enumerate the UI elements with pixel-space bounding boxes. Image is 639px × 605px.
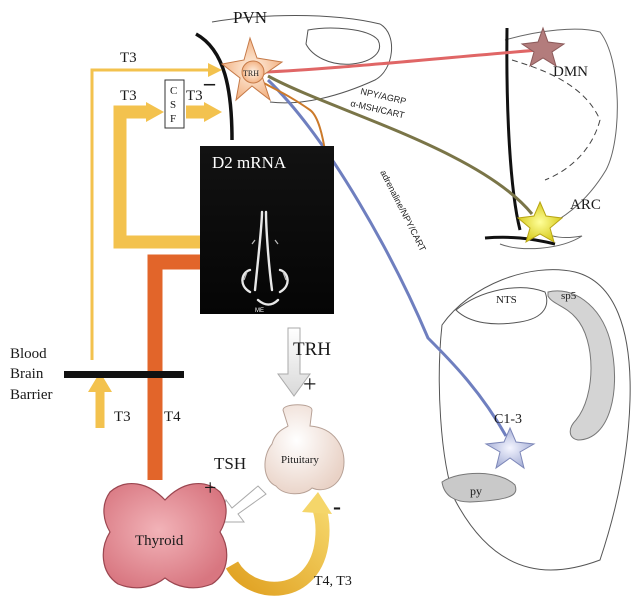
c13-label: C1-3 [494, 412, 522, 427]
csf-minus-sign: – [203, 70, 216, 95]
bbb-label-brain: Brain [10, 366, 44, 382]
tsh-release-arrow [219, 485, 267, 523]
pituitary-gland [264, 404, 345, 495]
dmn-label: DMN [553, 64, 588, 80]
t4-label: T4 [164, 409, 181, 425]
adrenaline-npy-cart-label: adrenaline/NPY/CART [378, 168, 428, 253]
thyroid-label: Thyroid [135, 533, 184, 549]
d2-mrna-label: D2 mRNA [212, 153, 287, 172]
dmn-to-trh-path [264, 48, 539, 74]
negative-feedback-arrow [225, 492, 332, 596]
tsh-label: TSH [214, 454, 246, 473]
nts-label: NTS [496, 294, 517, 306]
feedback-minus-sign: - [333, 494, 341, 520]
dmn-neuron [520, 26, 566, 68]
trh-cell-label: TRH [243, 69, 259, 78]
c13-neuron [484, 426, 536, 470]
tsh-plus-sign: + [204, 475, 216, 500]
hypothalamus-outline [195, 15, 393, 141]
thyroid-gland [102, 483, 228, 589]
t3-bottom-label: T3 [114, 409, 131, 425]
t3-csf-left-label: T3 [120, 88, 137, 104]
pvn-label: PVN [233, 8, 267, 27]
t3-transport-arrows [88, 63, 230, 428]
bbb-label-blood: Blood [10, 346, 47, 362]
t4-t3-label: T4, T3 [314, 574, 352, 589]
pituitary-label: Pituitary [281, 454, 319, 466]
sp5-label: sp5 [561, 290, 577, 302]
arc-neuron [516, 200, 564, 244]
csf-letter-c: C [170, 85, 177, 97]
csf-letter-s: S [170, 99, 176, 111]
csf-letter-f: F [170, 113, 176, 125]
py-label: py [470, 484, 482, 498]
t3-top-label: T3 [120, 50, 137, 66]
d2-mrna-panel [200, 146, 334, 314]
trh-release-arrow [277, 327, 311, 397]
csf-box [164, 79, 185, 129]
trh-plus-sign: + [303, 372, 317, 398]
bbb-label-barrier: Barrier [10, 387, 52, 403]
trh-neuron [220, 36, 284, 102]
brainstem-section [438, 269, 631, 571]
me-label: ME [255, 308, 264, 314]
t3-csf-right-label: T3 [186, 88, 203, 104]
blood-brain-barrier-bar [64, 371, 184, 378]
arc-label: ARC [570, 197, 601, 213]
arc-to-trh-path [267, 74, 534, 215]
arc-dmn-region [484, 27, 618, 250]
trh-label: TRH [293, 339, 331, 360]
c13-to-trh-path [266, 78, 508, 437]
